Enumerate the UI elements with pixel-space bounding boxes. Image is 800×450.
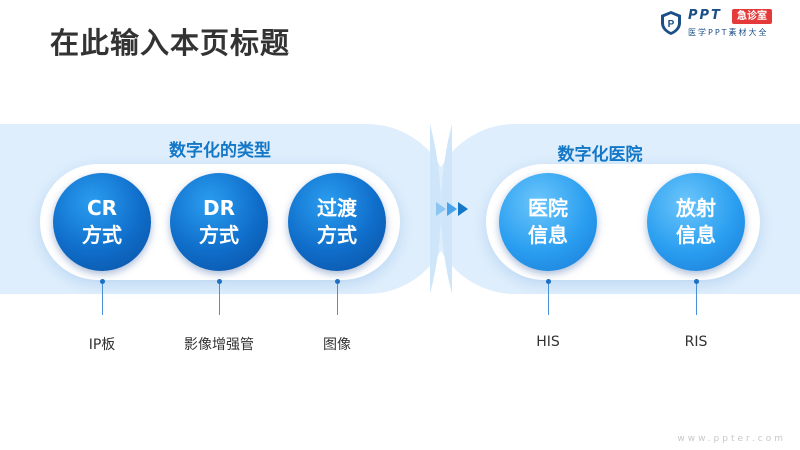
connector-dot	[546, 279, 551, 284]
logo-badge: 急诊室	[732, 9, 772, 24]
connector-dot	[335, 279, 340, 284]
double-chevron-arrow-icon	[436, 202, 468, 216]
page-title: 在此输入本页标题	[50, 26, 291, 60]
connector-line	[696, 281, 697, 315]
connector-dot	[217, 279, 222, 284]
right-section-label: 数字化医院	[557, 145, 643, 165]
circle-line2: 方式	[82, 223, 122, 247]
circle-cr: CR 方式	[53, 173, 151, 271]
caption-image: 图像	[323, 337, 351, 353]
band-overlap	[430, 124, 452, 294]
circle-line2: 方式	[317, 223, 357, 247]
circle-line1: 过渡	[317, 196, 357, 220]
circle-line1: 医院	[528, 196, 568, 220]
connector-line	[219, 281, 220, 315]
shield-logo-icon: P	[661, 11, 681, 35]
circle-line2: 方式	[199, 223, 239, 247]
footer-url: www.ppter.com	[677, 434, 786, 444]
connector-line	[548, 281, 549, 315]
circle-dr: DR 方式	[170, 173, 268, 271]
caption-his: HIS	[536, 334, 560, 350]
circle-line1: 放射	[676, 196, 716, 220]
circle-radiology-info: 放射 信息	[647, 173, 745, 271]
circle-line1: CR	[86, 196, 118, 220]
circle-line2: 信息	[528, 223, 568, 247]
circle-hospital-info: 医院 信息	[499, 173, 597, 271]
logo-ppt-text: PPT	[688, 8, 722, 23]
circle-line2: 信息	[676, 223, 716, 247]
shield-letter: P	[668, 19, 675, 30]
logo-subtitle: 医学PPT素材大全	[688, 28, 769, 37]
circle-line1: DR	[202, 196, 235, 220]
logo: P PPT 急诊室 医学PPT素材大全	[660, 8, 788, 42]
connector-dot	[694, 279, 699, 284]
caption-ris: RIS	[684, 334, 708, 350]
connector-line	[102, 281, 103, 315]
caption-image-intensifier: 影像增强管	[184, 337, 254, 353]
circle-transition: 过渡 方式	[288, 173, 386, 271]
connector-line	[337, 281, 338, 315]
connector-dot	[100, 279, 105, 284]
caption-ip-plate: IP板	[88, 337, 116, 353]
left-section-label: 数字化的类型	[169, 141, 271, 161]
